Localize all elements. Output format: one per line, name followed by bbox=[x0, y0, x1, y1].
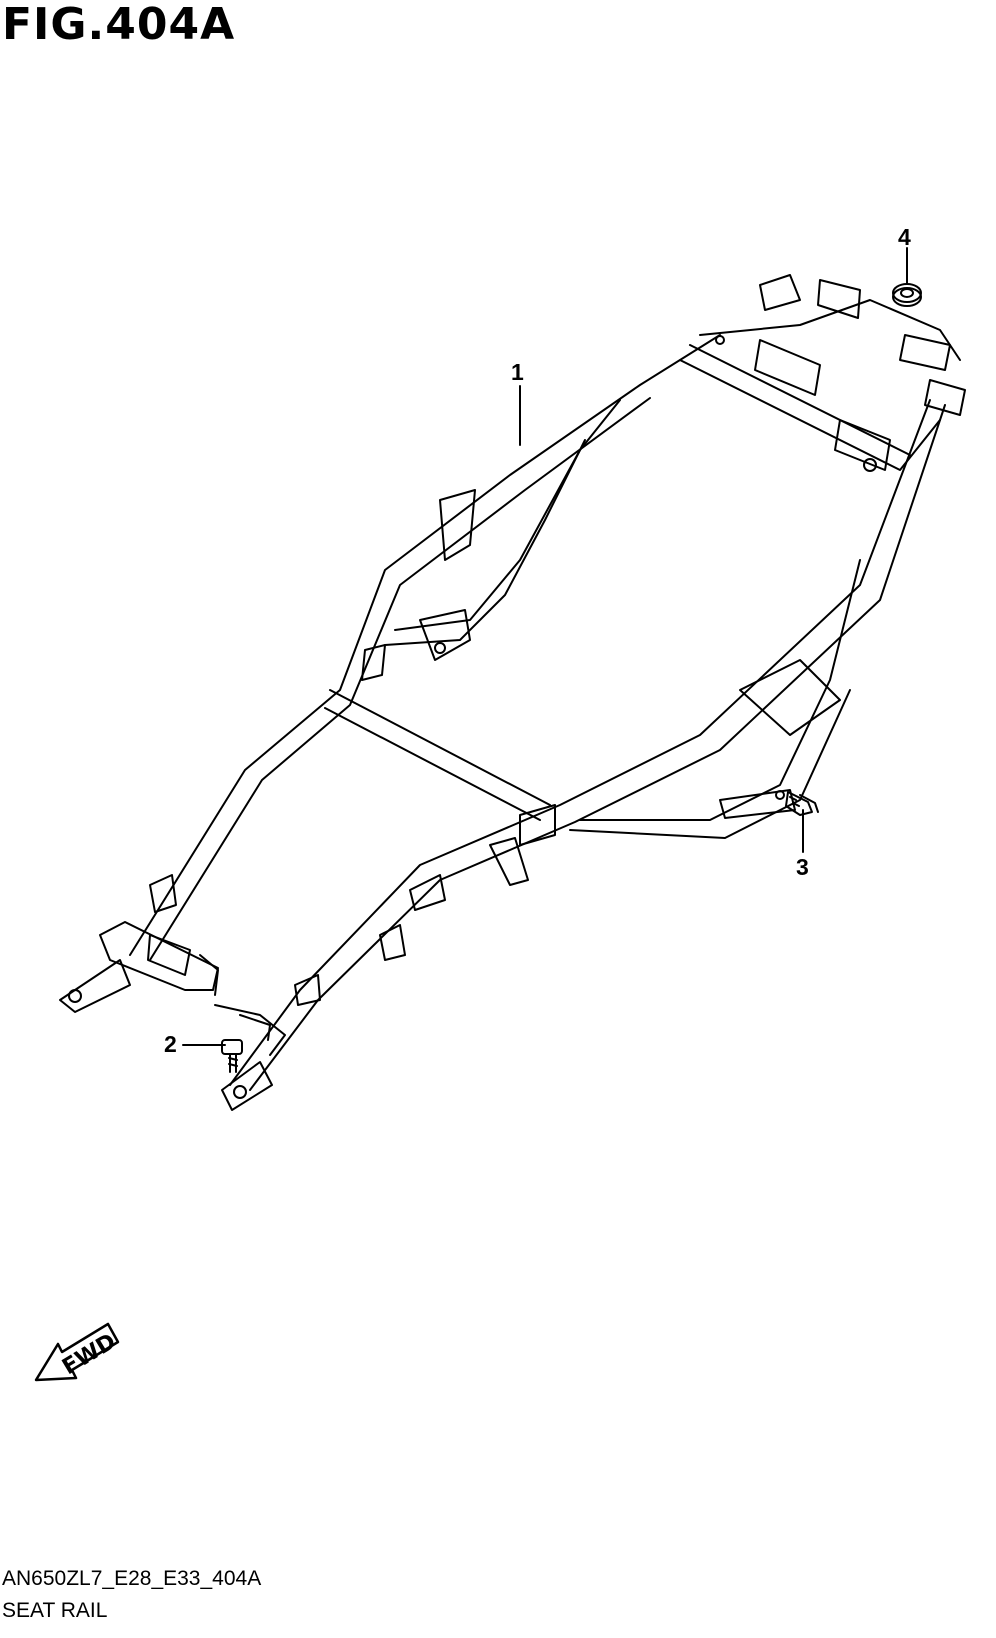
callout-4: 4 bbox=[898, 224, 911, 250]
callout-3: 3 bbox=[796, 854, 809, 880]
screw-part-3 bbox=[785, 791, 819, 816]
figure-code: AN650ZL7_E28_E33_404A bbox=[2, 1567, 262, 1590]
callout-1: 1 bbox=[511, 359, 524, 385]
figure-title: FIG.404A bbox=[2, 0, 236, 50]
figure-name: SEAT RAIL bbox=[2, 1599, 108, 1622]
seat-rail-frame bbox=[59, 274, 966, 1111]
fwd-arrow-icon: FWD bbox=[34, 1322, 120, 1382]
bolt-part-2 bbox=[221, 1039, 243, 1073]
grommet-part-4 bbox=[892, 283, 922, 307]
callout-2: 2 bbox=[164, 1031, 177, 1057]
